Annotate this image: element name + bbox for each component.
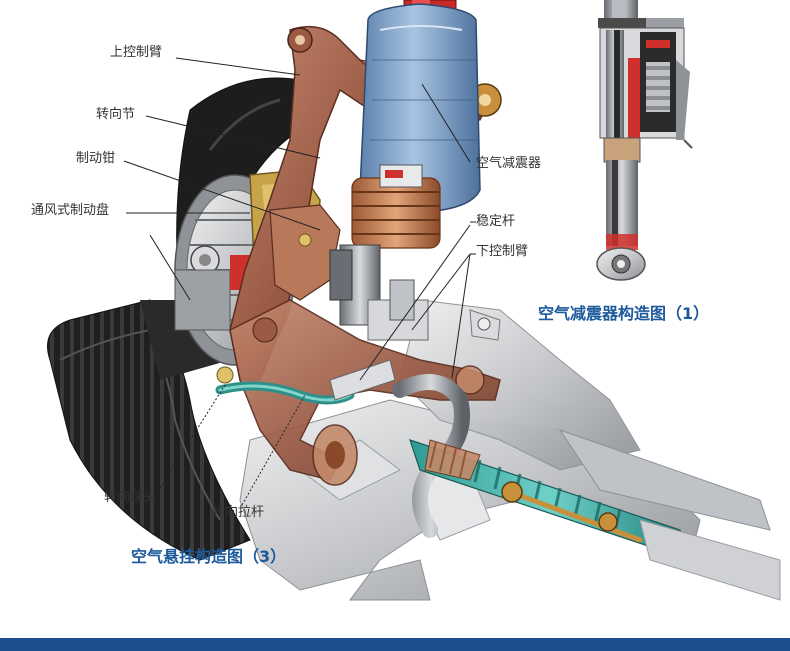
footer-bar <box>0 638 790 651</box>
label-brake-caliper: 制动钳 <box>76 151 116 166</box>
steering-rack <box>409 439 781 601</box>
label-ventilated-disc: 通风式制动盘 <box>31 203 110 218</box>
leader-lines-dotted <box>159 384 306 506</box>
shock-cutaway <box>596 0 693 281</box>
air-spring <box>329 0 481 341</box>
caption-shock-diagram: 空气减震器构造图（1） <box>538 304 710 323</box>
label-air-shock: 空气减震器 <box>476 156 542 171</box>
label-steering-ball-joint: 转向球头 <box>104 490 157 505</box>
leader-lines <box>123 57 476 381</box>
label-tie-rod: 转向拉杆 <box>212 505 265 520</box>
label-upper-control-arm: 上控制臂 <box>110 45 163 60</box>
label-lower-control-arm: 下控制臂 <box>476 244 529 259</box>
caption-suspension-diagram: 空气悬挂构造图（3） <box>131 547 287 566</box>
label-stabilizer-bar: 稳定杆 <box>476 214 516 229</box>
label-steering-knuckle: 转向节 <box>96 107 136 122</box>
